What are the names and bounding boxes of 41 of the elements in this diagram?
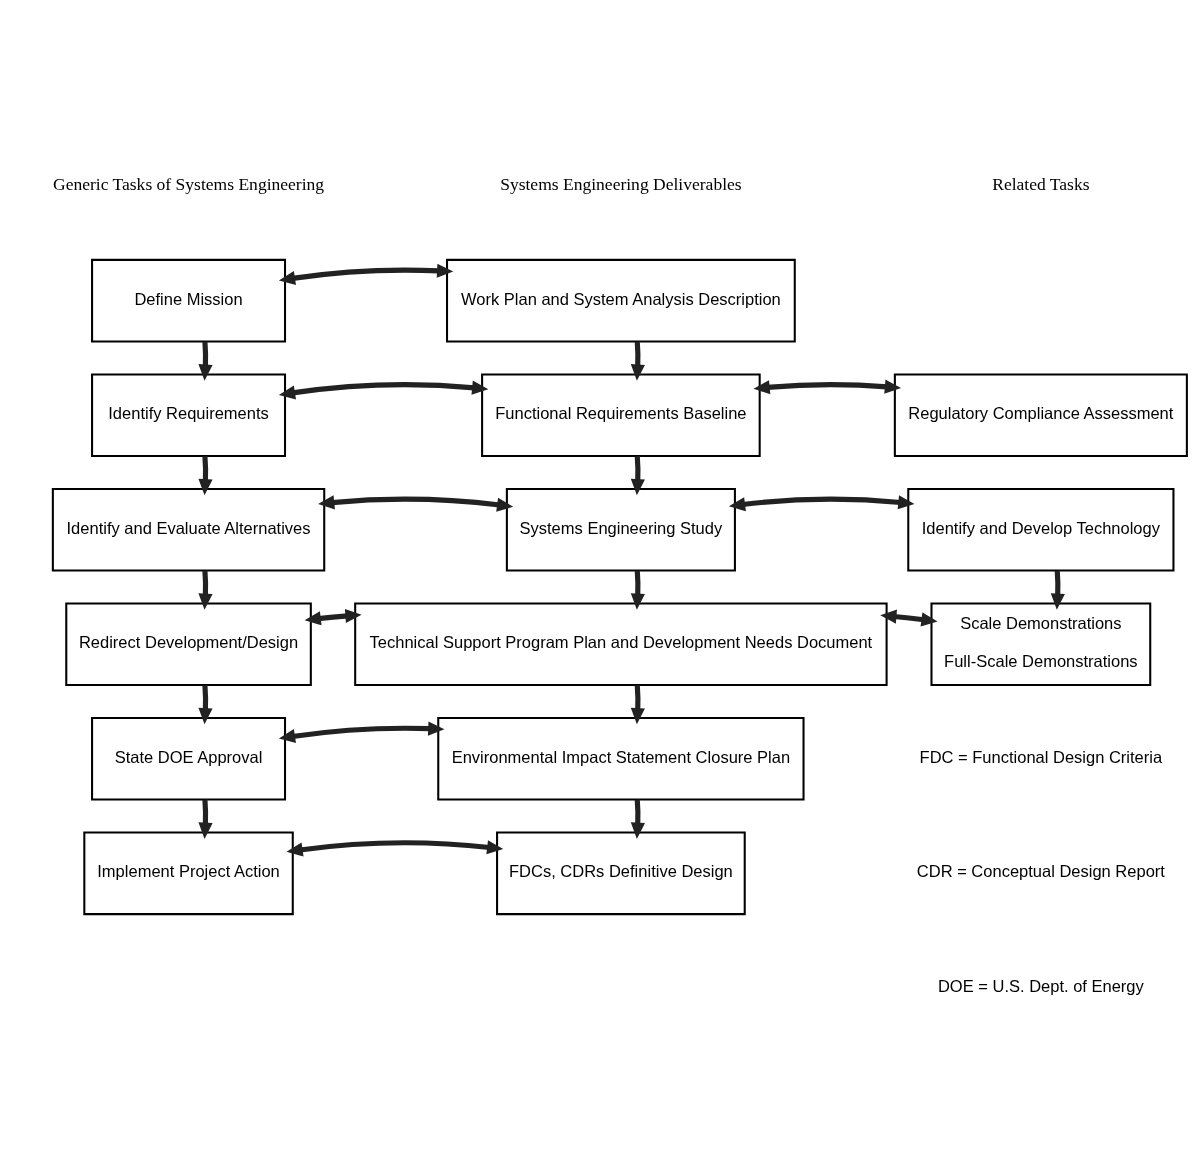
arrow: [1050, 570, 1065, 610]
arrow: [630, 570, 645, 610]
label: Generic Tasks of Systems Engineering: [52, 173, 324, 194]
label: Systems Engineering Deliverables: [499, 173, 742, 194]
arrow: [304, 608, 362, 625]
arrow: [197, 799, 213, 839]
node-box: Work Plan and System Analysis Description: [445, 258, 796, 342]
node-box: Regulatory Compliance Assessment: [893, 372, 1188, 457]
node-box: Identify Requirements: [90, 372, 286, 457]
node-box: Environmental Impact Statement Closure Plan: [436, 716, 805, 801]
node-box: Redirect Development/Design: [64, 602, 312, 686]
arrow: [879, 609, 938, 626]
arrow: [317, 494, 513, 512]
arrow: [285, 839, 503, 857]
node-box: State DOE Approval: [90, 716, 286, 801]
label: CDR = Conceptual Design Report: [916, 861, 1165, 880]
node-box: Implement Project Action: [82, 831, 294, 915]
arrow: [197, 684, 213, 724]
arrow: [728, 494, 914, 511]
arrow: [753, 379, 901, 394]
arrow: [197, 570, 213, 610]
node-box: Define Mission: [90, 258, 286, 342]
arrow: [278, 721, 444, 743]
arrow: [197, 340, 213, 381]
node-box: Systems Engineering Study: [505, 487, 736, 571]
arrow: [630, 799, 645, 839]
arrow: [630, 340, 645, 381]
arrow: [278, 380, 488, 399]
label: DOE = U.S. Dept. of Energy: [937, 976, 1144, 995]
node-box: FDCs, CDRs Definitive Design: [495, 831, 746, 915]
label: FDC = Functional Design Criteria: [919, 747, 1162, 766]
node-box: Technical Support Program Plan and Development Needs Document: [353, 602, 888, 686]
label: Related Tasks: [991, 173, 1090, 194]
node-box: Functional Requirements Baseline: [480, 372, 761, 457]
arrow: [630, 455, 645, 495]
node-box: Scale Demonstrations Full-Scale Demonstrations: [929, 602, 1151, 686]
node-box: Identify and Evaluate Alternatives: [51, 487, 325, 571]
arrow: [278, 263, 453, 285]
arrow: [197, 455, 213, 495]
node-box: Identify and Develop Technology: [906, 487, 1174, 571]
arrow: [630, 684, 645, 724]
